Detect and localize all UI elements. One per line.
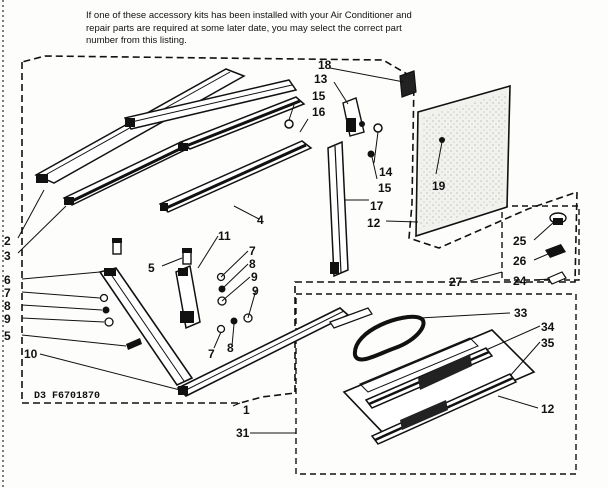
label-part-12-lower: 12	[541, 402, 555, 416]
label-part-10: 10	[24, 347, 38, 361]
note-line-3: number from this listing.	[86, 35, 187, 46]
label-part-15: 15	[378, 181, 392, 195]
label-part-35: 35	[541, 336, 555, 350]
hardware-kit-box	[501, 205, 580, 281]
label-part-7-low: 7	[208, 347, 215, 361]
label-part-5-mid: 5	[148, 261, 155, 275]
part-8-washer-low	[230, 317, 238, 325]
part-14-screw	[373, 123, 383, 133]
label-part-5-lower: 5	[4, 329, 11, 343]
label-part-8-right: 8	[249, 257, 256, 271]
label-part-8: 8	[4, 299, 11, 313]
label-part-12-upper: 12	[367, 216, 381, 230]
part-17-post	[327, 140, 349, 278]
label-part-6: 6	[4, 273, 11, 287]
label-part-16: 16	[312, 105, 326, 119]
label-part-1: 1	[243, 403, 250, 417]
part-5-screw-mid	[182, 248, 192, 265]
label-part-17: 17	[370, 199, 384, 213]
label-part-11: 11	[218, 229, 231, 243]
note-line-1: If one of these accessory kits has been …	[86, 10, 412, 21]
label-part-14: 14	[379, 165, 393, 179]
kit-31-box	[295, 293, 577, 475]
part-33-seal	[329, 307, 426, 362]
part-1-bottom-rail	[176, 307, 350, 397]
part-13-bracket	[342, 97, 365, 137]
leader-lines	[17, 67, 555, 434]
label-part-7: 7	[4, 286, 11, 300]
label-part-18: 18	[318, 58, 332, 72]
part-5-screw-lower	[126, 338, 142, 350]
accessory-note: If one of these accessory kits has been …	[86, 10, 586, 48]
label-part-24: 24	[513, 274, 527, 288]
part-7-washer	[99, 293, 109, 303]
label-part-33: 33	[514, 306, 528, 320]
part-7-washer-low	[216, 324, 226, 334]
part-4-channel	[158, 140, 313, 213]
part-15-screw	[367, 150, 375, 158]
part-11-bracket	[175, 264, 201, 330]
note-line-2: repair parts are required at some later …	[86, 22, 402, 34]
label-part-26: 26	[513, 254, 527, 268]
part-34-strip	[364, 347, 494, 409]
part-2-rail-upper	[123, 79, 298, 130]
label-part-31: 31	[236, 426, 250, 440]
label-part-19: 19	[432, 179, 446, 193]
label-part-2: 2	[4, 234, 11, 248]
part-26-clip	[545, 244, 566, 258]
label-part-8-low: 8	[227, 341, 234, 355]
label-part-4: 4	[257, 213, 264, 227]
part-35-strip	[370, 373, 518, 445]
label-part-9-right: 9	[251, 270, 258, 284]
part-8-washer	[102, 306, 110, 314]
part-24-clip	[547, 271, 567, 285]
part-5-screw-upper	[112, 238, 122, 255]
label-part-13: 13	[314, 72, 328, 86]
label-part-3: 3	[4, 249, 11, 263]
label-part-34: 34	[541, 320, 555, 334]
label-part-9: 9	[4, 312, 11, 326]
kit-boundary	[21, 55, 578, 404]
label-part-7-right: 7	[249, 244, 256, 258]
part-18-block	[399, 70, 417, 98]
part-15-screw-upper	[284, 119, 294, 129]
diagram-code: D3 F6701870	[34, 391, 100, 402]
label-part-9-low: 9	[252, 284, 259, 298]
label-part-27: 27	[449, 275, 463, 289]
label-part-25: 25	[513, 234, 527, 248]
part-6-support-leg	[98, 267, 194, 387]
part-9-nut	[104, 317, 114, 327]
label-part-15-upper: 15	[312, 89, 326, 103]
part-19-panel	[415, 84, 511, 238]
part-25-knob	[549, 212, 567, 225]
part-3-channel	[62, 96, 306, 206]
